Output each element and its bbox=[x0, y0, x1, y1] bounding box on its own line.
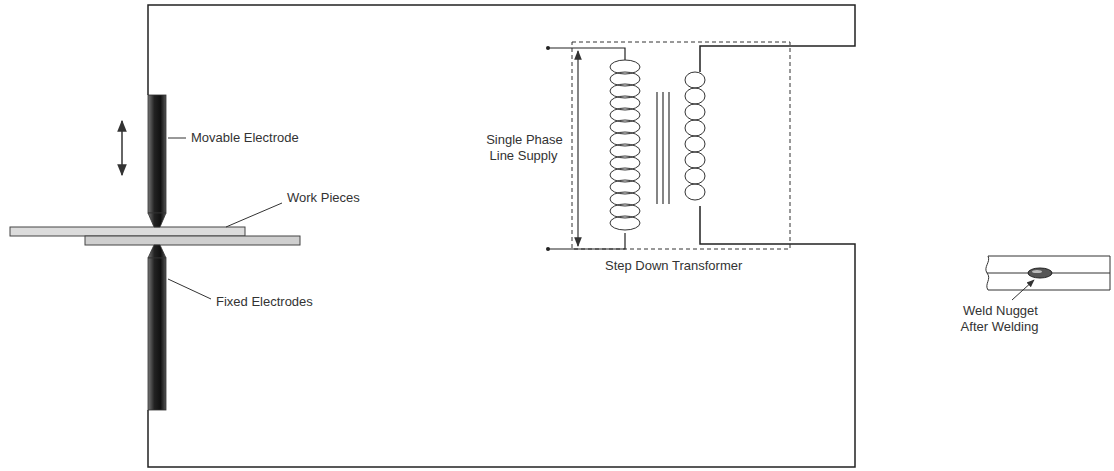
secondary-coil-turn bbox=[685, 184, 705, 200]
part-label: Work Pieces bbox=[286, 190, 361, 206]
transformer-housing bbox=[572, 42, 790, 249]
detail-label: Weld Nugget After Welding bbox=[950, 303, 1050, 335]
circuit-wire bbox=[148, 5, 855, 95]
work-piece bbox=[85, 236, 300, 245]
label-text: Movable Electrode bbox=[190, 130, 300, 145]
welded-plates bbox=[986, 256, 1110, 290]
secondary-coil-turn bbox=[685, 152, 705, 168]
label-text: Weld Nugget After Welding bbox=[961, 303, 1040, 334]
label-text: Work Pieces bbox=[286, 190, 361, 205]
work-piece bbox=[10, 227, 245, 236]
primary-coil-turn bbox=[610, 216, 640, 230]
label-text: Step Down Transformer bbox=[604, 258, 743, 273]
nugget-highlight bbox=[1032, 270, 1042, 273]
supply-label: Single Phase Line Supply bbox=[478, 132, 570, 164]
fixed-electrode bbox=[148, 258, 166, 410]
secondary-coil-turn bbox=[685, 120, 705, 136]
leader-line bbox=[226, 203, 282, 227]
weld-nugget bbox=[1028, 268, 1052, 278]
primary-lead bbox=[548, 48, 625, 60]
supply-arrow bbox=[577, 51, 578, 246]
transformer-core bbox=[662, 92, 663, 204]
primary-lead bbox=[548, 233, 625, 249]
transformer-core bbox=[656, 92, 657, 204]
secondary-coil-turn bbox=[685, 168, 705, 184]
secondary-coil-turn bbox=[685, 88, 705, 104]
motion-arrow bbox=[121, 121, 123, 175]
electrode-tip bbox=[148, 213, 166, 227]
part-label: Movable Electrode bbox=[190, 130, 300, 146]
leader-line bbox=[168, 279, 211, 299]
secondary-coil-turn bbox=[685, 136, 705, 152]
part-label: Fixed Electrodes bbox=[215, 294, 314, 310]
label-text: Single Phase Line Supply bbox=[485, 132, 563, 163]
secondary-coil-turn bbox=[685, 104, 705, 120]
label-text: Fixed Electrodes bbox=[215, 294, 314, 309]
electrode-tip bbox=[148, 245, 166, 258]
secondary-coil-turn bbox=[685, 72, 705, 88]
movable-electrode bbox=[148, 95, 166, 213]
component-label: Step Down Transformer bbox=[604, 258, 743, 274]
transformer-core bbox=[668, 92, 669, 204]
leader-arrow bbox=[1012, 280, 1034, 300]
leader-line bbox=[168, 138, 186, 139]
